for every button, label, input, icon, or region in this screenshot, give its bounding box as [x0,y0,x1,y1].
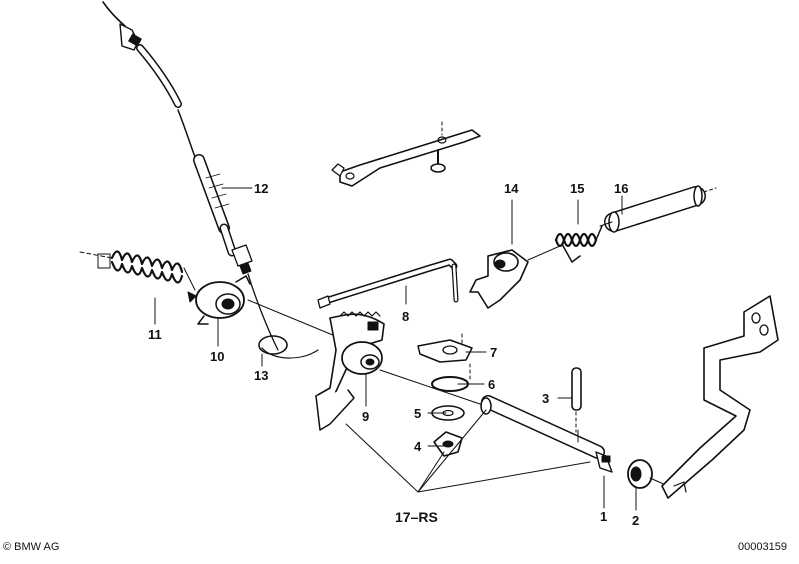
tension-spring-part-15 [554,225,603,263]
label-part-14: 14 [504,181,519,196]
leader-lines [154,187,637,511]
label-part-15: 15 [570,181,585,196]
support-bracket-right [661,295,779,499]
guide-rod-part-16 [599,185,717,233]
label-part-6: 6 [488,377,496,392]
bushing-part-10 [187,275,341,339]
label-part-11: 11 [148,327,162,342]
label-part-1: 1 [600,509,608,524]
mounting-bracket-top [331,121,481,187]
label-part-2: 2 [632,513,640,528]
pin-part-3 [571,367,582,433]
label-part-13: 13 [254,368,269,383]
link-rod-part-8 [317,258,459,309]
ring-clip [258,335,288,355]
label-part-5: 5 [414,406,422,421]
segment-lever-part-9 [315,311,385,431]
label-part-4: 4 [414,439,422,454]
cable-assembly [102,1,279,351]
label-part-9: 9 [362,409,370,424]
bush-part-2 [627,459,669,489]
label-part-16: 16 [614,181,629,196]
label-part-8: 8 [402,309,410,324]
label-part-17-rs: 17–RS [395,509,438,525]
label-part-7: 7 [490,345,498,360]
washer-part-7 [417,333,473,363]
diagram-id: 00003159 [738,541,787,553]
label-part-3: 3 [542,391,550,406]
brand-name: BMW AG [14,541,60,553]
copyright-symbol: © [3,541,12,553]
label-part-10: 10 [210,349,225,364]
copyright-notice: © BMW AG [3,542,59,553]
washer-part-5 [431,405,465,421]
shaft-part-1 [480,395,613,473]
lever-part-14 [469,245,561,309]
coil-spring-left [79,250,196,291]
label-part-12: 12 [254,181,269,196]
